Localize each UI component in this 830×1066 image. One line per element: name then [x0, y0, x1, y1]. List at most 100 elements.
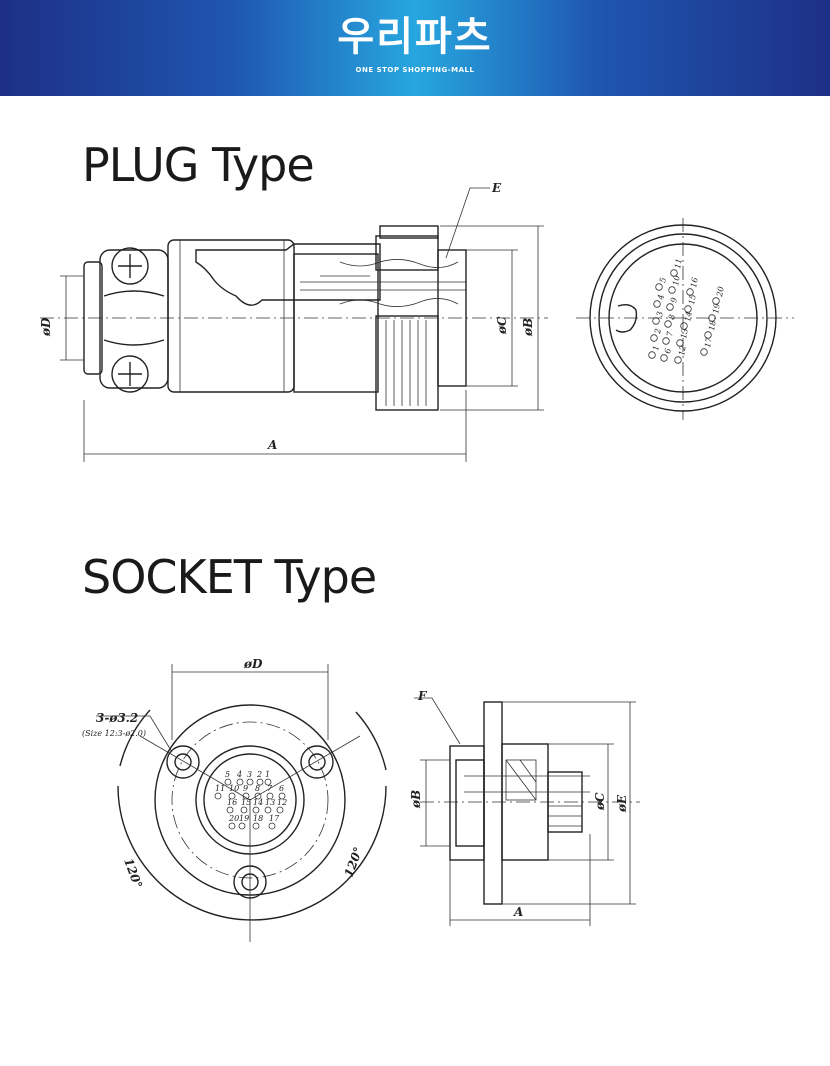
plug-pin-13 — [676, 339, 684, 347]
socket-pin-label-20: 20 — [228, 814, 239, 823]
socket-dim-f: F — [417, 689, 428, 703]
socket-pin-label-5: 5 — [225, 770, 230, 779]
plug-pin-3 — [652, 317, 660, 325]
socket-hole-label: 3-ø3.2 — [96, 711, 138, 725]
plug-pin-14 — [680, 322, 688, 330]
plug-pin-5 — [655, 283, 663, 291]
plug-dim-a: A — [267, 438, 277, 452]
plug-pin-label-3: 3 — [655, 311, 665, 318]
brand-slogan: ONE STOP SHOPPING-MALL — [355, 66, 475, 74]
plug-dim-c: øC — [495, 316, 509, 335]
socket-pin-label-2: 2 — [256, 770, 262, 779]
socket-pin-4 — [236, 778, 244, 786]
plug-pin-label-12: 12 — [677, 345, 688, 357]
plug-side-view: A øD øC øB E — [39, 181, 548, 462]
socket-pin-2 — [256, 778, 264, 786]
socket-pin-1 — [264, 778, 272, 786]
header-banner: 우리파츠 ONE STOP SHOPPING-MALL — [0, 0, 830, 96]
plug-pin-6 — [660, 354, 668, 362]
socket-pin-17 — [268, 822, 276, 830]
plug-pin-label-20: 20 — [715, 286, 726, 299]
plug-pin-7 — [662, 337, 670, 345]
socket-pin-7 — [266, 792, 274, 800]
plug-pin-label-9: 9 — [669, 297, 679, 304]
socket-pin-11 — [214, 792, 222, 800]
socket-pin-16 — [226, 806, 234, 814]
socket-pin-15 — [240, 806, 248, 814]
socket-pin-label-4: 4 — [236, 770, 242, 779]
plug-pin-2 — [650, 334, 658, 342]
plug-pin-label-10: 10 — [671, 275, 682, 287]
plug-pin-label-15: 15 — [687, 294, 698, 306]
brand-logo: 우리파츠 — [337, 14, 493, 60]
plug-pin-label-2: 2 — [653, 328, 663, 336]
socket-pin-label-15: 15 — [241, 798, 251, 807]
socket-pin-label-19: 19 — [239, 814, 249, 823]
socket-pin-14 — [252, 806, 260, 814]
socket-pin-10 — [228, 792, 236, 800]
socket-pin-label-12: 12 — [277, 798, 287, 807]
plug-pin-10 — [668, 286, 676, 294]
plug-pin-label-1: 1 — [651, 345, 661, 352]
socket-pin-label-16: 16 — [227, 798, 237, 807]
plug-pin-label-6: 6 — [663, 348, 673, 355]
socket-hole-note: (Size 12:3-ø2.0) — [82, 729, 146, 738]
socket-pin-label-9: 9 — [243, 784, 248, 793]
plug-pin-8 — [664, 320, 672, 328]
plug-pin-label-4: 4 — [656, 294, 666, 302]
plug-pin-label-13: 13 — [679, 328, 690, 340]
plug-pin-15 — [684, 305, 692, 313]
socket-pin-5 — [224, 778, 232, 786]
socket-front-view: øD 3-ø3.2 (Size 12:3-ø2.0) 120° 120° 123… — [82, 657, 387, 942]
socket-pin-8 — [254, 792, 262, 800]
socket-pin-label-7: 7 — [267, 784, 273, 793]
socket-pin-3 — [246, 778, 254, 786]
socket-dim-a: A — [513, 905, 523, 919]
plug-pin-label-7: 7 — [665, 330, 675, 337]
socket-pin-6 — [278, 792, 286, 800]
plug-dim-e: E — [491, 181, 502, 195]
socket-pin-12 — [276, 806, 284, 814]
socket-pin-label-10: 10 — [229, 784, 239, 793]
socket-dim-c: øC — [593, 792, 607, 811]
socket-pin-label-6: 6 — [279, 784, 284, 793]
plug-dim-d: øD — [39, 317, 53, 337]
plug-pin-label-18: 18 — [707, 320, 718, 332]
socket-pin-label-17: 17 — [269, 814, 280, 823]
plug-pin-9 — [666, 303, 674, 311]
plug-pin-18 — [704, 331, 712, 339]
plug-pin-16 — [686, 288, 694, 296]
plug-pin-4 — [653, 300, 661, 308]
plug-pin-12 — [674, 356, 682, 364]
plug-pin-11 — [670, 269, 678, 277]
socket-pin-20 — [228, 822, 236, 830]
socket-pin-19 — [238, 822, 246, 830]
socket-pin-13 — [264, 806, 272, 814]
socket-pin-label-3: 3 — [247, 770, 252, 779]
plug-pin-label-16: 16 — [689, 277, 700, 289]
socket-side-view: F øB øC øE A — [409, 689, 640, 926]
socket-dim-b: øB — [409, 790, 423, 809]
plug-pin-label-5: 5 — [658, 277, 668, 284]
plug-pin-label-17: 17 — [703, 336, 714, 348]
socket-dim-d: øD — [243, 657, 263, 671]
plug-pin-20 — [712, 297, 720, 305]
plug-type-heading: PLUG Type — [82, 138, 315, 192]
plug-pin-label-8: 8 — [667, 314, 677, 321]
socket-pin-label-1: 1 — [265, 770, 270, 779]
socket-pin-9 — [242, 792, 250, 800]
plug-pin-label-11: 11 — [673, 258, 684, 270]
plug-pin-17 — [700, 348, 708, 356]
plug-pin-label-19: 19 — [711, 303, 722, 315]
plug-pin-1 — [648, 351, 656, 359]
plug-pin-label-14: 14 — [683, 311, 694, 323]
socket-type-heading: SOCKET Type — [82, 550, 377, 604]
socket-pin-label-13: 13 — [265, 798, 275, 807]
plug-pin-19 — [708, 314, 716, 322]
socket-pin-label-8: 8 — [255, 784, 260, 793]
socket-pin-label-18: 18 — [253, 814, 263, 823]
socket-pin-label-14: 14 — [253, 798, 263, 807]
